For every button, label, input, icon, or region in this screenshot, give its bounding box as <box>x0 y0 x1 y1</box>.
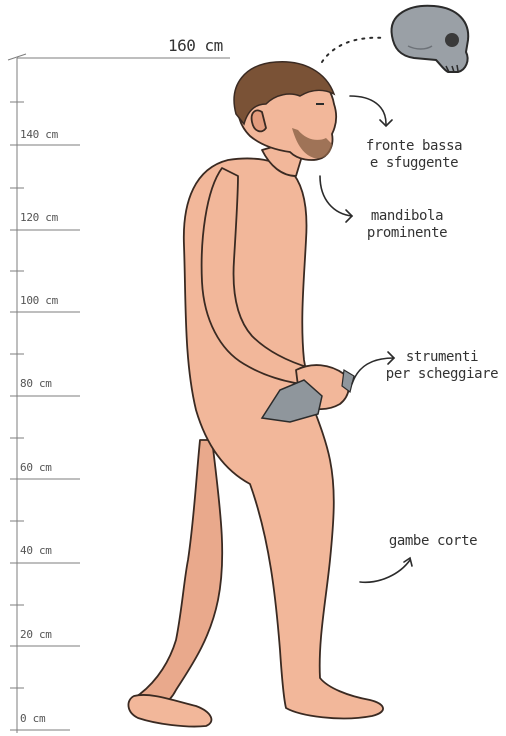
legs-arrow <box>360 560 410 582</box>
scale-label-120: 120 cm <box>20 211 58 224</box>
scale-label-140: 140 cm <box>20 128 58 141</box>
skull-illustration <box>392 6 469 72</box>
scale-label-100: 100 cm <box>20 294 58 307</box>
forehead-note: fronte bassa e sfuggente <box>362 138 466 172</box>
scale-label-60: 60 cm <box>20 461 52 474</box>
legs-note-line-1: gambe corte <box>378 533 488 550</box>
hominid-figure <box>128 66 383 727</box>
jaw-note-line-2: prominente <box>360 225 454 242</box>
scale-label-40: 40 cm <box>20 544 52 557</box>
scale-label-80: 80 cm <box>20 377 52 390</box>
forehead-note-line-2: e sfuggente <box>362 155 466 172</box>
back-leg <box>133 440 223 712</box>
tools-note-line-2: per scheggiare <box>380 366 504 383</box>
jaw-arrow <box>320 176 352 216</box>
legs-note: gambe corte <box>378 533 488 550</box>
back-foot <box>128 695 211 727</box>
skull-dotted-link <box>322 38 386 62</box>
jaw-note-line-1: mandibola <box>360 208 454 225</box>
scale-label-0: 0 cm <box>20 712 45 725</box>
tools-note-line-1: strumenti <box>380 349 504 366</box>
scale-label-20: 20 cm <box>20 628 52 641</box>
jaw-note: mandibola prominente <box>360 208 454 242</box>
max-height-label: 160 cm <box>168 36 223 55</box>
forehead-note-line-1: fronte bassa <box>362 138 466 155</box>
tools-note: strumenti per scheggiare <box>380 349 504 383</box>
